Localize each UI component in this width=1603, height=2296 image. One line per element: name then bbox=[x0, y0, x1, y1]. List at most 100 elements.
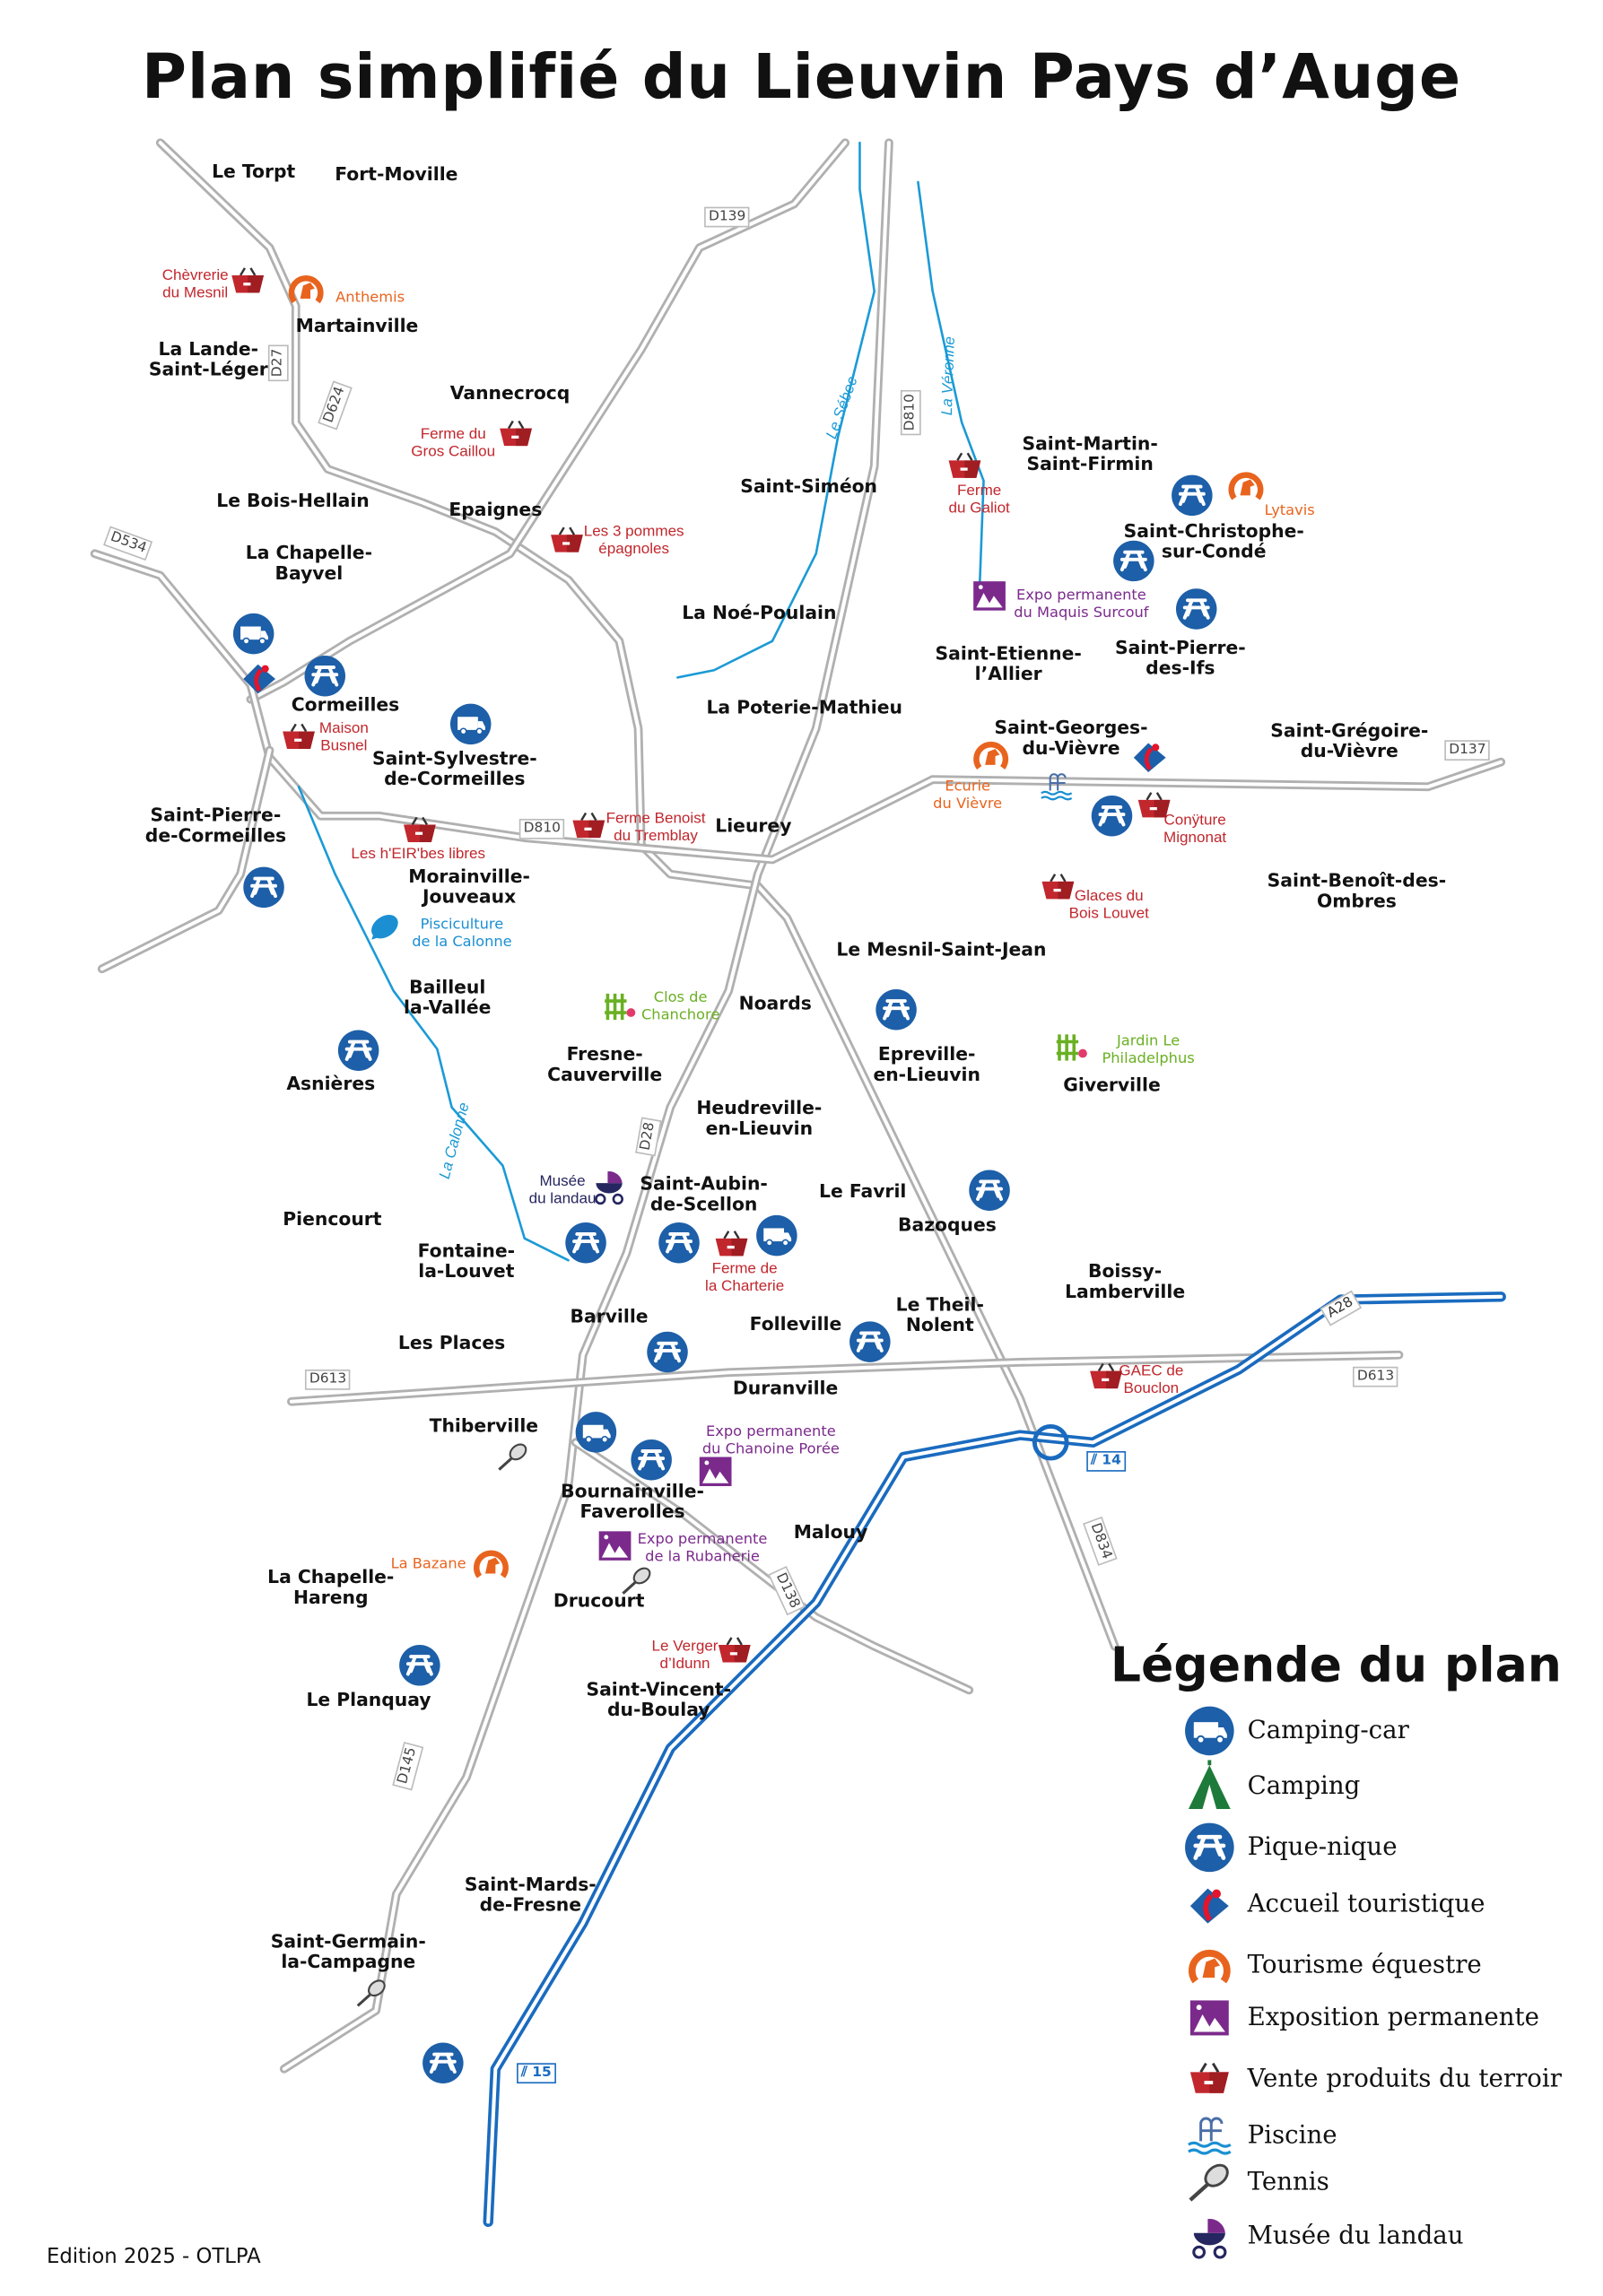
town-label: Le Theil- Nolent bbox=[895, 1292, 984, 1336]
poi-label: Pisciculture de la Calonne bbox=[412, 917, 512, 951]
legend-title: Légende du plan bbox=[1110, 1636, 1562, 1693]
picnic-icon[interactable] bbox=[397, 1643, 441, 1687]
exhibition-icon[interactable] bbox=[968, 574, 1012, 618]
picnic-icon[interactable] bbox=[1174, 587, 1218, 631]
motorway-number: ⫽ 15 bbox=[517, 2063, 556, 2084]
town-label: Giverville bbox=[1063, 1073, 1161, 1096]
pram-icon bbox=[1183, 2210, 1235, 2262]
legend-label: Piscine bbox=[1247, 2121, 1337, 2151]
tennis-racket-icon[interactable] bbox=[353, 1974, 390, 2012]
horse-riding-icon[interactable] bbox=[469, 1542, 513, 1586]
legend-label: Camping bbox=[1247, 1771, 1361, 1801]
picnic-icon[interactable] bbox=[630, 1438, 674, 1482]
camping-car-icon[interactable] bbox=[754, 1213, 798, 1257]
poi-label: Expo permanente du Chanoine Porée bbox=[701, 1423, 840, 1457]
road-line-inner bbox=[158, 141, 1117, 1648]
road-line-inner bbox=[248, 141, 848, 701]
picnic-icon[interactable] bbox=[303, 654, 347, 698]
horse-riding-icon[interactable] bbox=[1224, 464, 1268, 508]
town-label: Le Torpt bbox=[212, 160, 296, 182]
fish-icon[interactable] bbox=[363, 905, 407, 949]
exhibition-icon[interactable] bbox=[693, 1449, 737, 1493]
picnic-icon[interactable] bbox=[336, 1029, 380, 1073]
town-label: Piencourt bbox=[283, 1207, 382, 1230]
picnic-icon[interactable] bbox=[421, 2041, 465, 2085]
picnic-icon[interactable] bbox=[875, 987, 919, 1031]
local-produce-basket-icon[interactable] bbox=[1132, 784, 1176, 828]
town-label: Saint-Grégoire- du-Vièvre bbox=[1270, 718, 1429, 762]
tennis-racket-icon[interactable] bbox=[618, 1561, 656, 1599]
poi-label: Clos de Chanchore bbox=[640, 989, 720, 1023]
local-produce-basket-icon[interactable] bbox=[277, 716, 321, 760]
camping-car-icon[interactable] bbox=[449, 702, 492, 746]
picnic-icon[interactable] bbox=[658, 1221, 701, 1265]
tennis-racket-icon bbox=[1183, 2156, 1235, 2208]
picnic-icon[interactable] bbox=[646, 1330, 690, 1374]
picnic-icon[interactable] bbox=[242, 865, 286, 909]
local-produce-basket-icon[interactable] bbox=[545, 518, 589, 562]
local-produce-basket-icon[interactable] bbox=[494, 413, 538, 457]
road-line-inner bbox=[100, 748, 272, 971]
road-line-inner bbox=[573, 1440, 971, 1692]
poi-label: Jardin Le Philadelphus bbox=[1102, 1033, 1195, 1067]
local-produce-basket-icon[interactable] bbox=[710, 1222, 754, 1266]
legend-item: Pique-nique bbox=[1183, 1822, 1398, 1874]
legend-item: Accueil touristique bbox=[1183, 1878, 1485, 1930]
picnic-icon[interactable] bbox=[968, 1169, 1012, 1213]
town-label: Vannecrocq bbox=[449, 381, 571, 404]
picnic-icon bbox=[1183, 1822, 1235, 1874]
town-label: Saint-Christophe- sur-Condé bbox=[1123, 519, 1304, 563]
town-label: Epreville- en-Lieuvin bbox=[873, 1042, 980, 1086]
picnic-icon[interactable] bbox=[1111, 539, 1155, 583]
legend-label: Musée du landau bbox=[1247, 2222, 1464, 2251]
swimming-pool-icon bbox=[1183, 2109, 1235, 2161]
town-label: Saint-Martin- Saint-Firmin bbox=[1022, 431, 1158, 475]
town-label: Le Bois-Hellain bbox=[216, 489, 370, 511]
garden-icon[interactable] bbox=[1052, 1024, 1096, 1068]
river-label: La Véronne bbox=[938, 335, 959, 416]
local-produce-basket-icon[interactable] bbox=[712, 1629, 756, 1673]
picnic-icon[interactable] bbox=[1170, 474, 1214, 517]
exhibition-icon[interactable] bbox=[593, 1524, 637, 1568]
pram-icon[interactable] bbox=[588, 1164, 632, 1208]
local-produce-basket-icon[interactable] bbox=[226, 259, 270, 303]
local-produce-basket-icon[interactable] bbox=[567, 804, 611, 848]
picnic-icon[interactable] bbox=[1090, 794, 1134, 838]
picnic-icon[interactable] bbox=[848, 1320, 892, 1364]
local-produce-basket-icon[interactable] bbox=[1036, 865, 1080, 909]
swimming-pool-icon[interactable] bbox=[1038, 768, 1076, 805]
river-line bbox=[297, 785, 570, 1262]
legend-label: Tourisme équestre bbox=[1247, 1951, 1482, 1980]
poi-label: La Bazane bbox=[390, 1556, 466, 1573]
horse-riding-icon[interactable] bbox=[969, 733, 1013, 777]
legend-label: Pique-nique bbox=[1247, 1832, 1398, 1863]
garden-icon[interactable] bbox=[600, 984, 644, 1028]
poi-label: Ferme du Galiot bbox=[948, 482, 1010, 517]
tourist-info-icon[interactable] bbox=[1128, 735, 1172, 778]
town-label: Saint-Sylvestre- de-Cormeilles bbox=[371, 746, 537, 790]
local-produce-basket-icon bbox=[1183, 2053, 1235, 2105]
camping-car-icon[interactable] bbox=[574, 1411, 618, 1455]
town-label: Barville bbox=[570, 1305, 649, 1327]
poi-label: Le Verger d’Idunn bbox=[651, 1637, 719, 1673]
legend-item: Exposition permanente bbox=[1183, 1992, 1539, 2044]
picnic-icon[interactable] bbox=[564, 1221, 608, 1265]
town-label: Bazoques bbox=[898, 1213, 997, 1236]
local-produce-basket-icon[interactable] bbox=[1085, 1355, 1128, 1399]
tennis-racket-icon[interactable] bbox=[494, 1438, 532, 1475]
horse-riding-icon bbox=[1183, 1939, 1235, 1991]
road-line-inner bbox=[92, 552, 1503, 862]
tourist-info-icon[interactable] bbox=[238, 656, 282, 700]
legend-label: Accueil touristique bbox=[1247, 1889, 1485, 1919]
poi-label: Maison Busnel bbox=[318, 719, 369, 755]
horse-riding-icon[interactable] bbox=[284, 266, 328, 310]
camping-car-icon[interactable] bbox=[231, 612, 275, 656]
river-line bbox=[676, 141, 876, 679]
town-label: Fresne- Cauverville bbox=[547, 1042, 663, 1086]
town-label: Epaignes bbox=[449, 498, 543, 520]
town-label: Le Planquay bbox=[306, 1688, 431, 1710]
town-label: Saint-Benoît-des-Ombres bbox=[1267, 869, 1447, 912]
local-produce-basket-icon[interactable] bbox=[943, 444, 987, 488]
local-produce-basket-icon[interactable] bbox=[397, 809, 441, 853]
